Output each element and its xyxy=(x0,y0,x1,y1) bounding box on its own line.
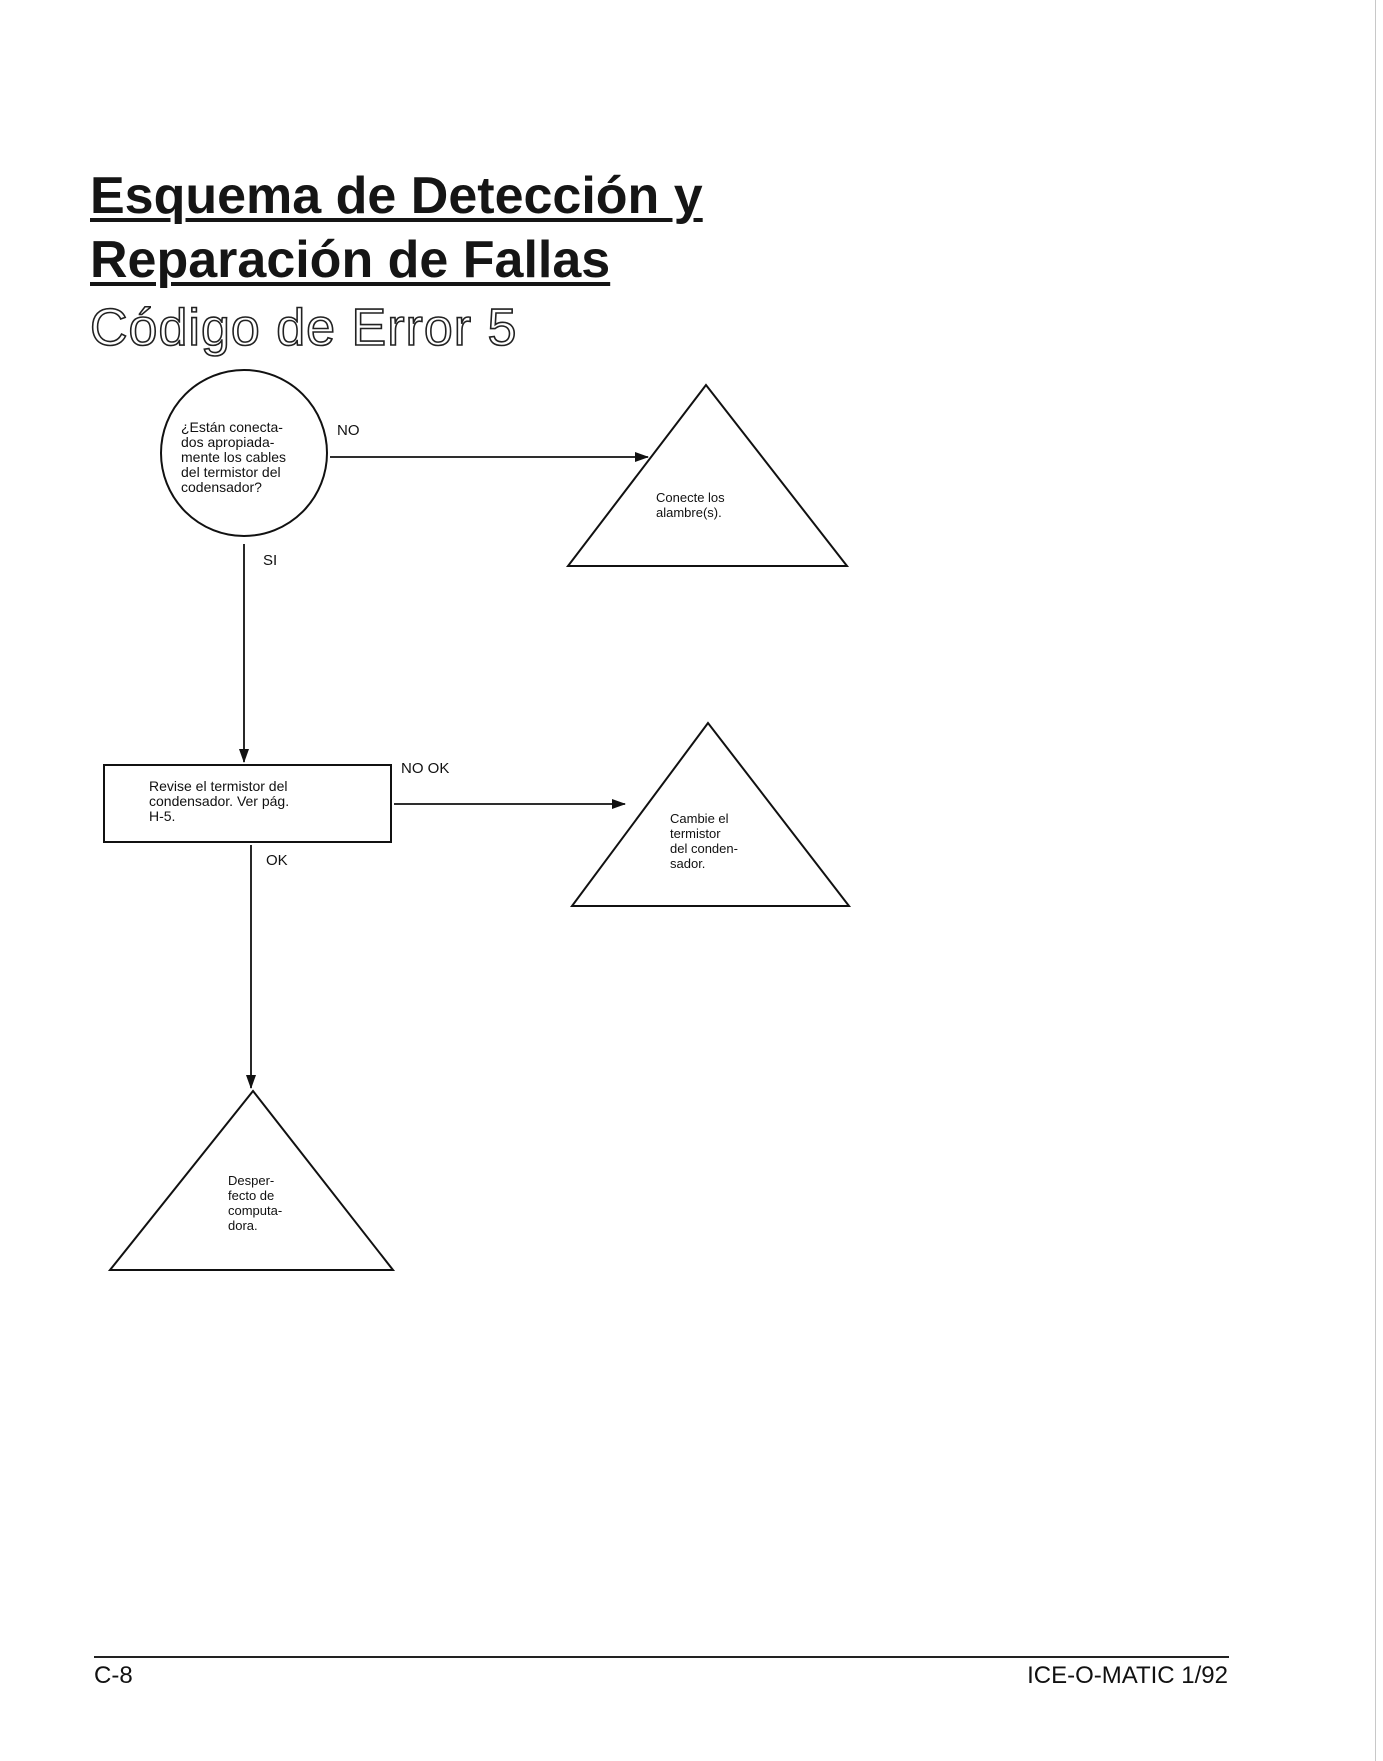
page-subtitle: Código de Error 5 xyxy=(89,298,518,358)
question-node-text: ¿Están conecta- dos apropiada- mente los… xyxy=(181,419,287,495)
fault-node-shape xyxy=(107,1089,396,1271)
replace-node-shape xyxy=(570,721,852,907)
replace-node-text: Cambie el termistor del conden- sador. xyxy=(670,811,738,871)
edge-label-no-ok: NO OK xyxy=(401,760,450,777)
edge-label-no: NO xyxy=(337,422,360,439)
connect-node-shape xyxy=(565,383,850,567)
footer-publisher: ICE-O-MATIC 1/92 xyxy=(1027,1662,1228,1689)
fault-node-text: Desper- fecto de computa- dora. xyxy=(228,1173,283,1233)
check-node-shape xyxy=(103,764,392,843)
page-edge-line xyxy=(1375,0,1376,1761)
question-node-shape xyxy=(160,369,328,537)
edge-label-si: SI xyxy=(263,552,278,569)
page-title-line-1: Esquema de Detección y xyxy=(90,167,703,225)
page-number: C-8 xyxy=(94,1662,133,1689)
check-node-text: Revise el termistor del condensador. Ver… xyxy=(149,778,290,824)
footer-rule xyxy=(94,1656,1229,1658)
page-title-line-2: Reparación de Fallas xyxy=(90,231,611,289)
connect-node-text: Conecte los alambre(s). xyxy=(656,490,725,520)
edge-label-ok: OK xyxy=(266,852,288,869)
